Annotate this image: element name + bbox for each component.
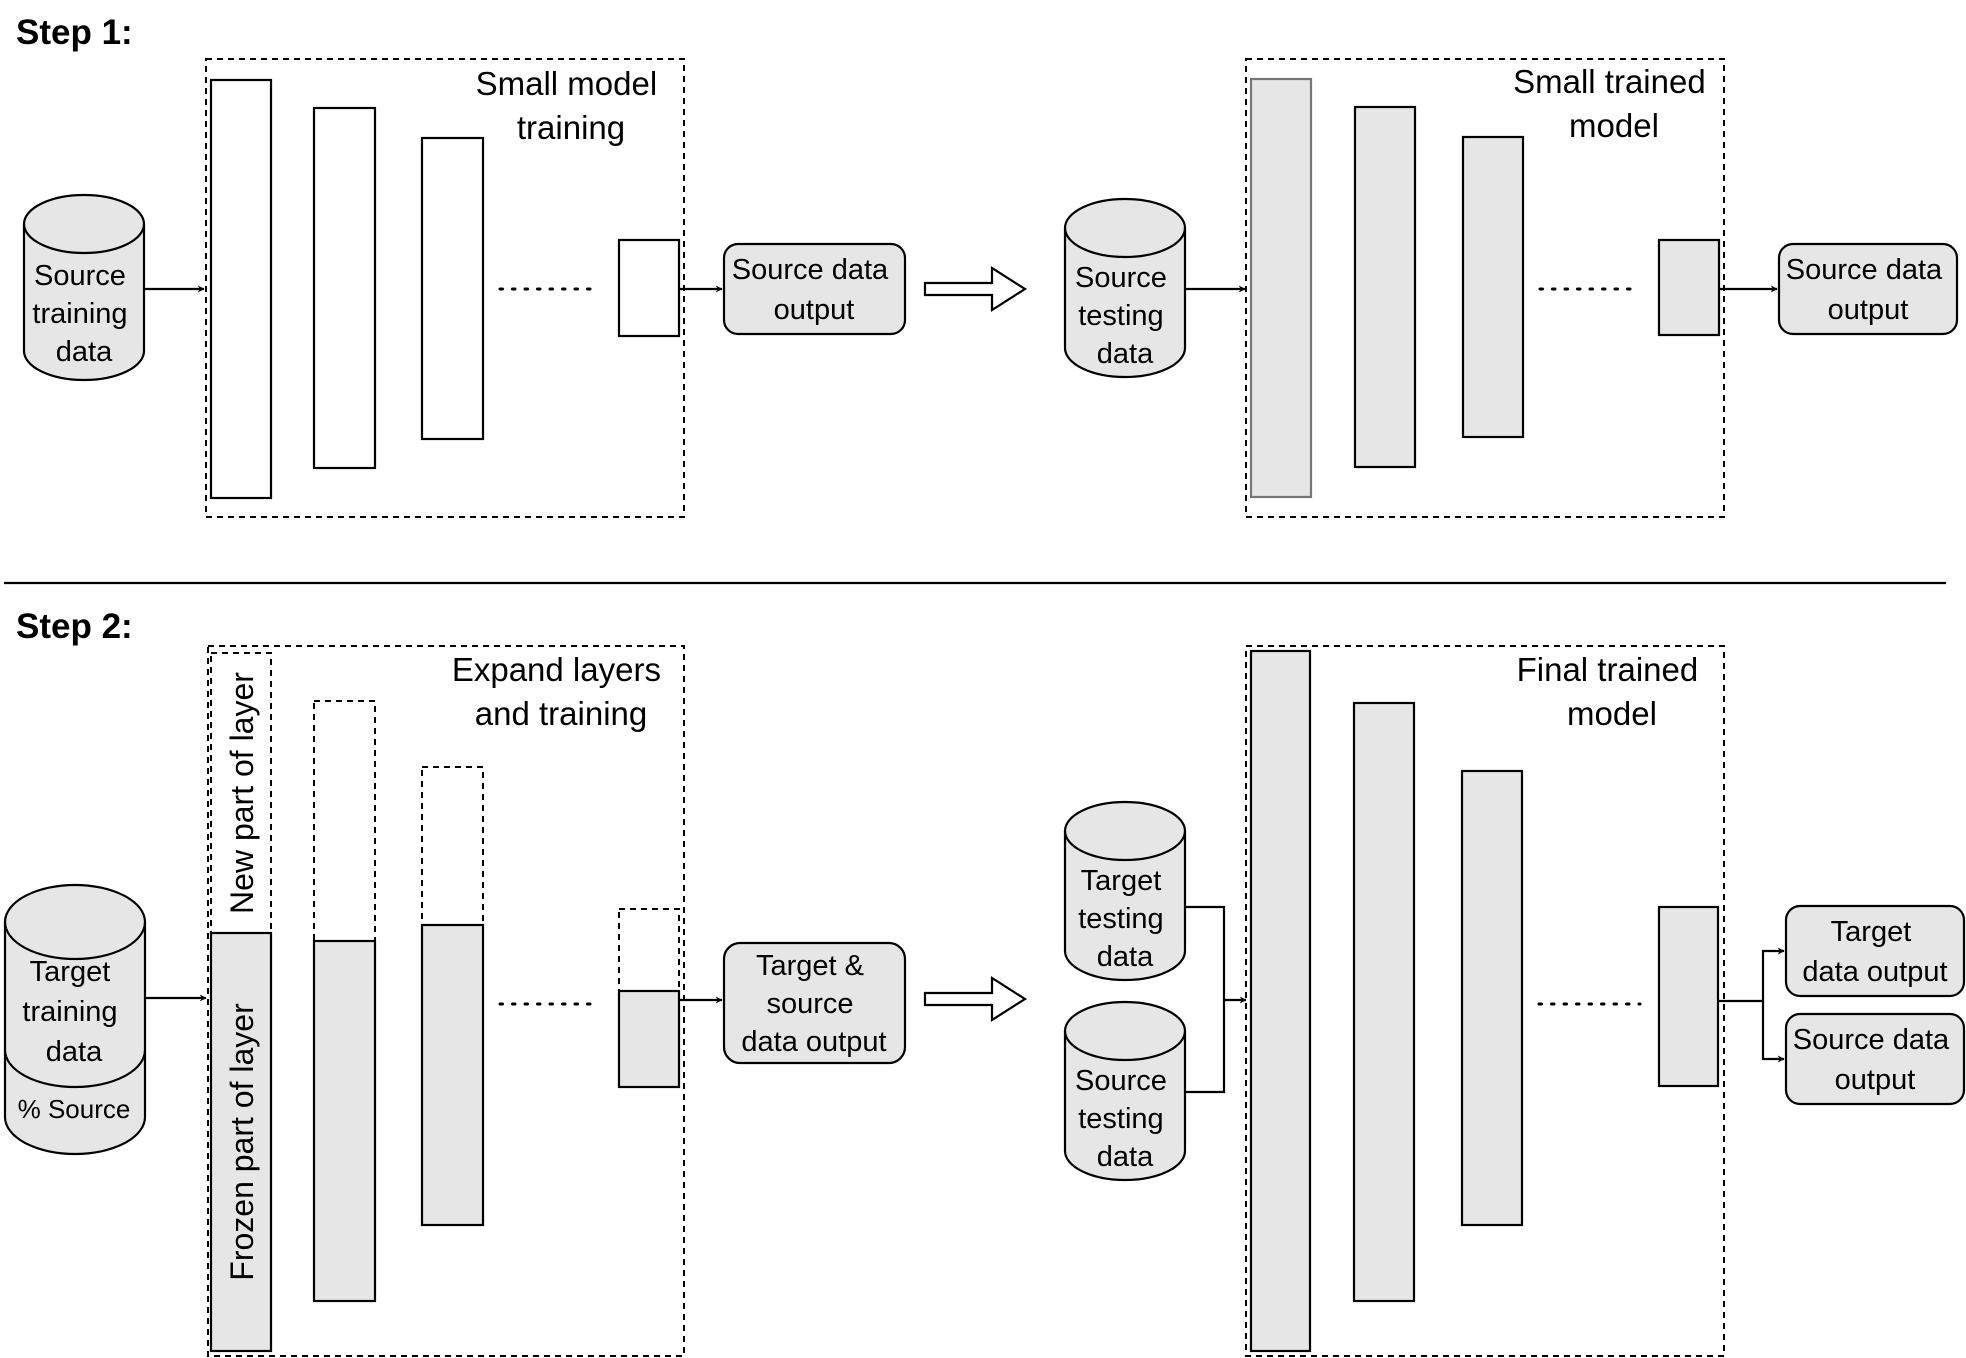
final-output-layer: [1657, 905, 1720, 1088]
layer-3: [420, 136, 485, 441]
target-source-data-output-label: Target & source data output: [741, 950, 886, 1058]
layer-2-frozen-part: [312, 939, 377, 1303]
output-layer-frozen-part: [617, 989, 681, 1089]
source-training-data-label: Source training data: [32, 260, 135, 368]
new-part-label: New part of layer: [224, 672, 260, 914]
source-testing-data-label: Source testing data: [1075, 262, 1175, 370]
source-training-data-cylinder: [22, 193, 146, 382]
trained-source-data-output-box: [1777, 242, 1959, 336]
final-source-data-output-box: [1784, 1012, 1966, 1106]
trained-source-data-output-label: Source data output: [1786, 254, 1950, 326]
small-trained-model-label: Small trained model: [1513, 63, 1715, 144]
source-data-output-label: Source data output: [732, 254, 896, 326]
small-model-training-label: Small model training: [476, 65, 667, 146]
percent-source-label: % Source: [18, 1094, 131, 1124]
transition-arrow-step2: [923, 975, 1028, 1023]
layer-2: [312, 106, 377, 470]
layer-2-new-part: [313, 700, 376, 942]
output-layer: [617, 238, 681, 338]
frozen-part-label: Frozen part of layer: [224, 1003, 260, 1281]
target-source-data-output-box: [722, 941, 907, 1065]
source-testing-data-label-step2: Source testing data: [1075, 1065, 1175, 1173]
trained-layer-1: [1249, 77, 1313, 499]
step-1-title: Step 1:: [16, 13, 133, 52]
frozen-part-of-layer: [209, 931, 273, 1353]
layer-3-new-part: [421, 766, 484, 926]
trained-layer-2: [1353, 105, 1417, 469]
target-training-data-label: Target training data: [22, 956, 125, 1068]
expand-layers-label: Expand layers and training: [452, 651, 670, 732]
target-training-data-cylinder: [3, 883, 147, 1156]
arrow-final-to-source-output: [1761, 1001, 1785, 1063]
step-2-title: Step 2:: [16, 607, 133, 646]
transition-arrow-step1: [923, 265, 1028, 313]
final-trained-model-label: Final trained model: [1517, 651, 1708, 732]
target-data-output-box: [1784, 904, 1966, 998]
source-testing-data-cylinder-step2: [1063, 1000, 1187, 1182]
final-layer-1: [1249, 649, 1312, 1353]
arrow-final-to-target-output: [1718, 947, 1785, 1003]
target-testing-data-cylinder: [1063, 800, 1187, 982]
testing-merge-connector: [1185, 905, 1226, 1094]
target-data-output-label: Target data output: [1802, 916, 1947, 988]
source-data-output-box: [722, 242, 907, 336]
target-testing-data-label: Target testing data: [1078, 865, 1172, 973]
source-testing-data-cylinder: [1063, 197, 1187, 379]
layer-1: [209, 78, 273, 500]
output-layer-new-part: [618, 908, 680, 992]
final-source-data-output-label: Source data output: [1793, 1024, 1957, 1096]
trained-layer-3: [1461, 135, 1525, 439]
layer-3-frozen-part: [420, 923, 485, 1227]
final-layer-2: [1352, 701, 1416, 1303]
trained-output-layer: [1657, 238, 1721, 337]
new-part-of-layer: [210, 652, 272, 934]
final-layer-3: [1460, 769, 1524, 1227]
